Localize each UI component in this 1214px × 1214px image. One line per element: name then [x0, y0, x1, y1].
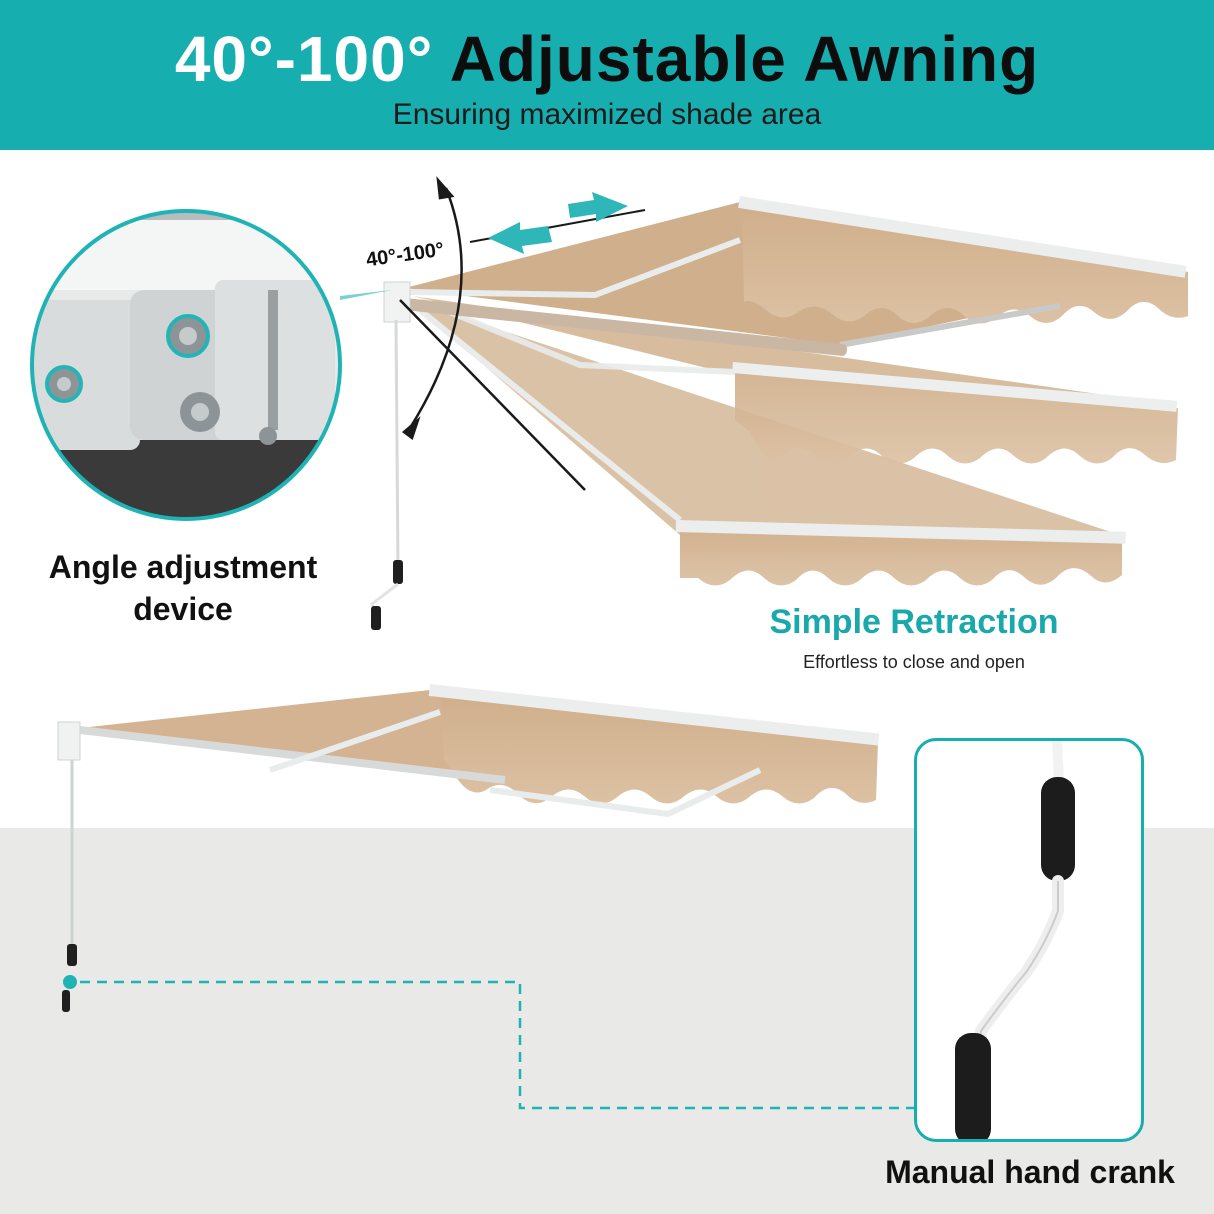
awning-bottom	[57, 684, 880, 1012]
title-product: Adjustable Awning	[449, 23, 1040, 95]
page-subtitle: Ensuring maximized shade area	[392, 98, 822, 131]
awning-top-position	[383, 196, 1188, 356]
retraction-title: Simple Retraction	[769, 603, 1059, 641]
hand-crank-label: Manual hand crank	[885, 1154, 1175, 1190]
top-crank-pole	[370, 319, 403, 630]
angle-arc-indicator	[399, 176, 586, 491]
crank-callout-dot	[63, 975, 77, 989]
retraction-subtitle: Effortless to close and open	[803, 652, 1025, 672]
title-angle-range: 40°-100°	[174, 23, 434, 95]
header-banner: 40°-100° Adjustable Awning Ensuring maxi…	[0, 0, 1214, 150]
hand-crank-detail	[914, 738, 1144, 1142]
angle-device-zoom	[30, 209, 342, 521]
crank-callout-line	[80, 980, 914, 1110]
extend-retract-arrows	[469, 192, 646, 254]
hand-crank-icon	[955, 741, 1075, 1139]
zoom-connector	[340, 290, 392, 300]
page-title: 40°-100° Adjustable Awning	[0, 22, 1214, 96]
angle-device-label: Angle adjustment device	[48, 549, 318, 627]
